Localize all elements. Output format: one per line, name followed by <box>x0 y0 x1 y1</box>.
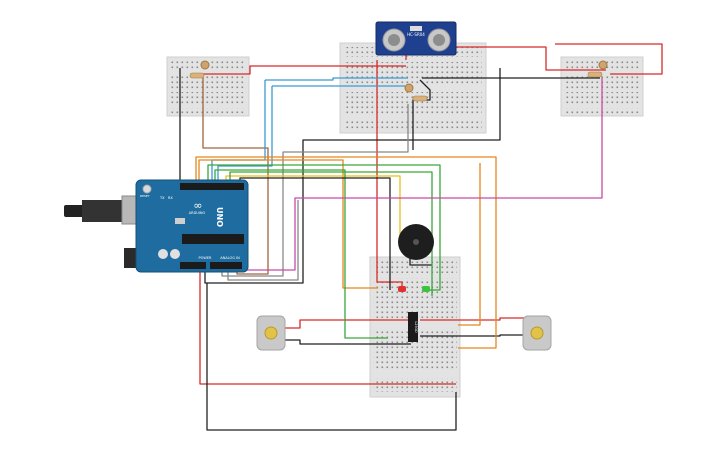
dc-motor-right <box>522 315 552 351</box>
wire-orange-right <box>458 163 481 326</box>
digital-header <box>180 183 244 190</box>
wire-green-2 <box>214 169 388 339</box>
power-label: POWER <box>199 256 213 260</box>
wire-red-left-sensor <box>203 65 406 75</box>
reset-button <box>142 184 152 194</box>
wire-red-motor-left <box>285 319 411 329</box>
dc-motor-left <box>256 315 286 351</box>
buzzer <box>398 224 434 260</box>
motor-driver-ic: L293D <box>408 312 418 342</box>
sensor-crystal <box>410 26 422 31</box>
ldr-top <box>404 83 414 93</box>
uno-mark: UNO <box>215 207 224 227</box>
ldr-right <box>598 60 608 70</box>
board-pcb <box>135 179 249 273</box>
driver-label: L293D <box>414 321 418 333</box>
wire-green-1 <box>207 164 441 291</box>
wire-blue-4 <box>217 86 273 182</box>
wire-red-right-top <box>555 43 663 75</box>
led-green <box>422 286 430 292</box>
analog-label: ANALOG IN <box>220 256 240 260</box>
ultrasonic-sensor: HC-SR04 <box>375 21 457 56</box>
wire-orange-outer <box>195 156 497 349</box>
wire-black-top-gnd <box>204 68 501 284</box>
analog-header <box>210 262 242 269</box>
wire-orange-inner <box>198 159 378 289</box>
resistor-right <box>587 60 608 78</box>
wire-red-5v <box>199 255 456 385</box>
arduino-uno: ∞ UNO ARDUINO POWER ANALOG IN TX RX RESE… <box>64 179 249 273</box>
wire-gray-1 <box>282 104 409 160</box>
wire-blue-1 <box>265 77 408 81</box>
usb-cable-plug <box>64 205 84 217</box>
wire-black-gnd-loop <box>206 283 457 431</box>
led-red <box>398 286 406 292</box>
wire-red-motor-right <box>420 317 525 321</box>
arduino-logo: ∞ <box>193 199 202 212</box>
ldr-left <box>200 60 210 70</box>
wire-black-motor-right <box>420 334 525 337</box>
tx-label: TX <box>159 196 165 200</box>
wire-black-signal <box>239 177 391 290</box>
capacitor-1 <box>158 249 168 259</box>
wire-black-motor-left <box>285 339 411 345</box>
wire-yellow <box>225 175 401 240</box>
arduino-brand: ARDUINO <box>189 211 206 215</box>
resistor-top <box>404 83 428 102</box>
atmega-chip <box>182 234 244 244</box>
sensor-label: HC-SR04 <box>407 32 425 37</box>
wire-black-sensor <box>412 79 431 150</box>
power-header <box>180 262 206 269</box>
rx-label: RX <box>168 196 173 200</box>
capacitor-2 <box>170 249 180 259</box>
reset-label: RESET <box>140 194 150 198</box>
crystal <box>175 218 185 224</box>
resistor-left <box>189 60 210 79</box>
